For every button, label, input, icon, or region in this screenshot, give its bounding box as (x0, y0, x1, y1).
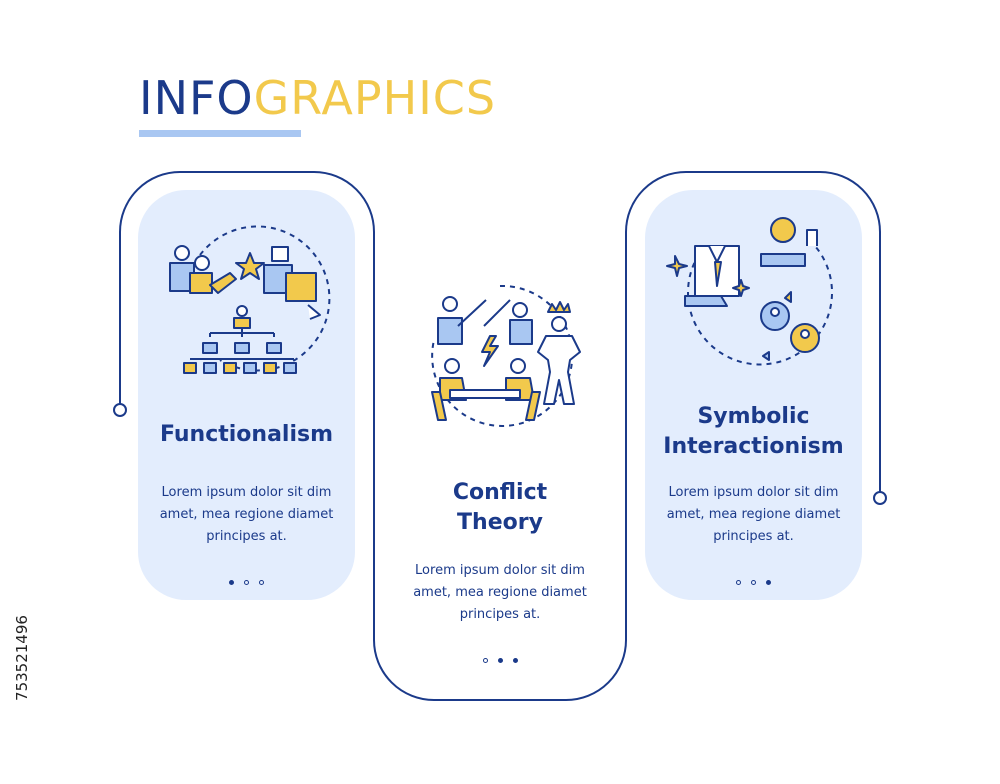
dot-3 (512, 658, 518, 663)
watermark-text: 753521496 (13, 615, 31, 701)
pagination-dots (645, 572, 862, 585)
card-title: Symbolic Interactionism (663, 404, 844, 459)
card-body: Lorem ipsum dolor sit dim amet, mea regi… (413, 563, 587, 622)
dot-3 (259, 580, 264, 585)
watermark-id: 753521496 (10, 548, 34, 768)
title-underline (139, 130, 301, 137)
dot-2 (751, 580, 756, 585)
conflict-theory-icon (431, 284, 581, 427)
title-part-info: INFO (139, 71, 254, 125)
dot-1 (229, 580, 234, 585)
pagination-dots (138, 572, 355, 585)
dot-1 (736, 580, 741, 585)
card-functionalism: Functionalism Lorem ipsum dolor sit dim … (138, 190, 355, 600)
pagination-dots (392, 650, 608, 663)
card-conflict-theory: Conflict Theory Lorem ipsum dolor sit di… (392, 268, 608, 680)
dot-1 (482, 658, 488, 663)
dot-2 (497, 658, 503, 663)
card-body: Lorem ipsum dolor sit dim amet, mea regi… (666, 485, 841, 544)
page-title: INFOGRAPHICS (139, 70, 496, 126)
title-part-graphics: GRAPHICS (253, 71, 497, 125)
dot-3 (766, 580, 771, 585)
card-body: Lorem ipsum dolor sit dim amet, mea regi… (159, 485, 334, 544)
dot-2 (244, 580, 249, 585)
symbolic-interactionism-icon (666, 217, 833, 366)
card-title: Conflict Theory (452, 480, 548, 535)
functionalism-icon (169, 225, 331, 374)
card-title: Functionalism (159, 422, 334, 447)
card-symbolic-interactionism: Symbolic Interactionism Lorem ipsum dolo… (645, 190, 862, 600)
